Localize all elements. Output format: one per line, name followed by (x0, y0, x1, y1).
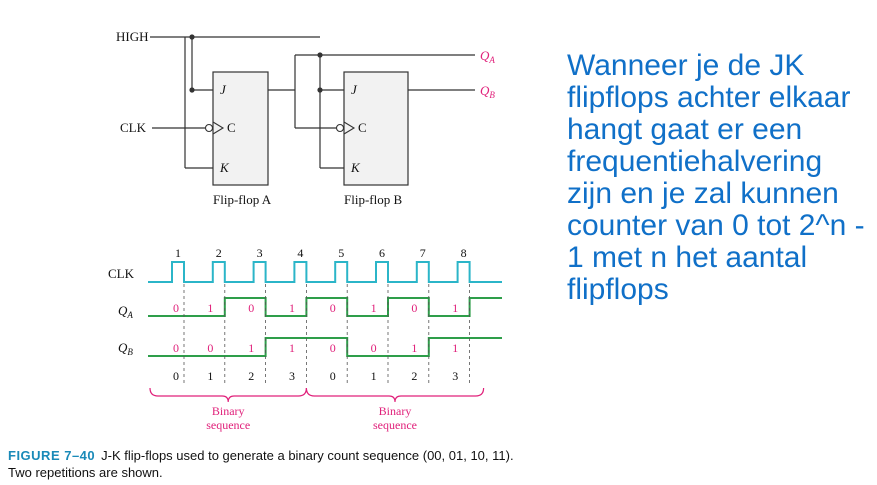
qa-output-label: QA (480, 48, 495, 65)
qb-value: 0 (173, 341, 179, 355)
ffa-k-label: K (219, 160, 230, 175)
group-label-line1: Binary (379, 404, 412, 418)
qb-value: 0 (330, 341, 336, 355)
clock-number: 5 (338, 246, 344, 260)
flip-flop-a: J C K Flip-flop A (204, 71, 272, 207)
qa-value: 0 (173, 301, 179, 315)
group-label-line2: sequence (206, 418, 250, 432)
ffb-name: Flip-flop B (344, 192, 402, 207)
qb-value: 1 (289, 341, 295, 355)
qb-waveform (148, 337, 502, 357)
qb-value: 1 (411, 341, 417, 355)
count-value: 1 (207, 369, 213, 383)
clock-number: 1 (175, 246, 181, 260)
figure-caption: FIGURE 7–40 J-K flip-flops used to genera… (8, 447, 868, 481)
clock-number: 4 (297, 246, 303, 260)
ffa-j-label: J (220, 82, 227, 97)
sequence-brace (149, 387, 307, 403)
qa-value: 1 (207, 301, 213, 315)
timing-qa-label: QA (118, 303, 133, 320)
sequence-brace (305, 387, 485, 403)
qb-output-label: QB (480, 83, 495, 100)
count-value: 2 (411, 369, 417, 383)
clock-number: 2 (216, 246, 222, 260)
count-value: 0 (330, 369, 336, 383)
qb-value: 1 (248, 341, 254, 355)
qa-waveform (148, 297, 502, 317)
caption-text-2: Two repetitions are shown. (8, 465, 163, 480)
caption-text: J-K flip-flops used to generate a binary… (101, 448, 514, 463)
clock-number: 8 (461, 246, 467, 260)
clk-waveform (148, 261, 502, 283)
qa-value: 0 (330, 301, 336, 315)
ffa-name: Flip-flop A (213, 192, 272, 207)
qa-value: 1 (452, 301, 458, 315)
qa-value: 0 (411, 301, 417, 315)
timing-qb-label: QB (118, 340, 133, 357)
high-label: HIGH (116, 29, 149, 44)
explanation-note: Wanneer je de JK flipflops achter elkaar… (567, 49, 865, 306)
qb-value: 0 (207, 341, 213, 355)
count-value: 3 (289, 369, 295, 383)
flip-flop-b: J C K Flip-flop B (335, 71, 409, 207)
figure-number: FIGURE 7–40 (8, 448, 96, 463)
clk-input-label: CLK (120, 120, 147, 135)
qb-value: 0 (371, 341, 377, 355)
timing-clk-label: CLK (108, 266, 135, 281)
count-value: 2 (248, 369, 254, 383)
clock-number: 3 (257, 246, 263, 260)
ffb-c-label: C (358, 120, 367, 135)
ffa-c-label: C (227, 120, 236, 135)
clock-number: 7 (420, 246, 426, 260)
qa-value: 0 (248, 301, 254, 315)
ffb-j-label: J (351, 82, 358, 97)
qb-value: 1 (452, 341, 458, 355)
qa-value: 1 (371, 301, 377, 315)
clock-number: 6 (379, 246, 385, 260)
ffb-k-label: K (350, 160, 361, 175)
junction-dots (189, 34, 323, 93)
qa-value: 1 (289, 301, 295, 315)
group-label-line2: sequence (373, 418, 417, 432)
group-label-line1: Binary (212, 404, 245, 418)
count-value: 1 (371, 369, 377, 383)
count-value: 0 (173, 369, 179, 383)
circuit-schematic (150, 36, 475, 169)
count-value: 3 (452, 369, 458, 383)
